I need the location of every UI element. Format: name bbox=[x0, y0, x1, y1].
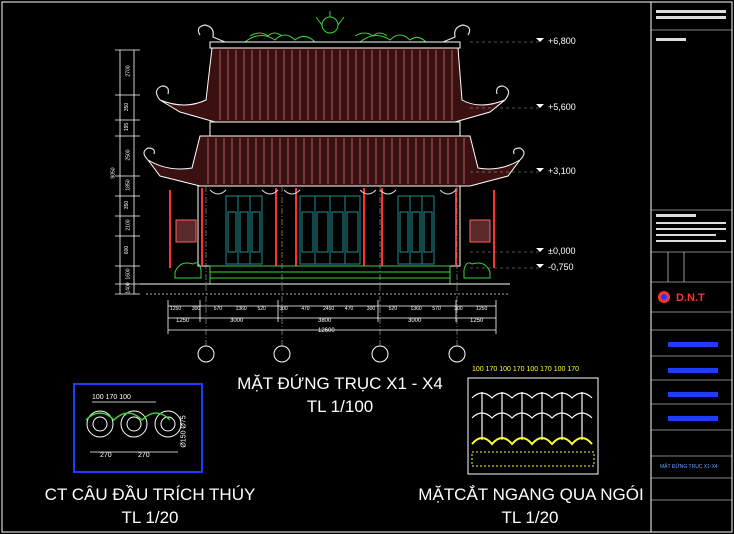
door-right bbox=[397, 195, 435, 265]
detail-left-dim-bottom: 270 bbox=[100, 452, 112, 459]
lion-statue-right bbox=[463, 262, 491, 279]
level-label-5: -0,750 bbox=[548, 262, 574, 272]
horizontal-dim-label: 2450 bbox=[323, 306, 335, 312]
horizontal-dim-mid-label: 1250 bbox=[470, 318, 484, 324]
detail-right-frame bbox=[467, 377, 599, 475]
lower-roof-hook-right bbox=[513, 147, 525, 161]
detail-right-dim-top: 100 170 100 170 100 170 100 170 bbox=[472, 366, 580, 373]
horizontal-dim-label: 470 bbox=[301, 306, 310, 312]
upper-roof-hook-left bbox=[155, 85, 169, 101]
total-width-label: 12600 bbox=[318, 328, 335, 334]
vertical-dim-label: 350 bbox=[124, 200, 131, 210]
side-window-right bbox=[469, 219, 491, 243]
ridge-ornament-right bbox=[442, 24, 471, 43]
detail-right-scale: TL 1/20 bbox=[501, 508, 559, 527]
grid-axis-bubbles bbox=[197, 345, 466, 363]
vertical-dim-label: 1400 bbox=[125, 282, 132, 294]
grid-axes bbox=[205, 186, 458, 346]
level-label-3: +3,100 bbox=[548, 166, 576, 176]
detail-left-frame bbox=[73, 383, 203, 473]
horizontal-dim-label: 1360 bbox=[410, 306, 422, 312]
vertical-dimension-chain bbox=[115, 49, 140, 295]
vertical-dim-total: 9050 bbox=[110, 167, 117, 179]
side-window-left bbox=[175, 219, 197, 243]
vertical-dim-label: 195 bbox=[124, 122, 131, 132]
vertical-dim-label: 2500 bbox=[125, 149, 132, 161]
horizontal-dim-label: 570 bbox=[213, 306, 223, 312]
horizontal-dim-mid-label: 3000 bbox=[230, 318, 244, 324]
level-label-4: ±0,000 bbox=[548, 246, 576, 256]
front-stairs bbox=[209, 265, 451, 285]
title-block bbox=[651, 29, 732, 501]
company-logo-text: D.N.T bbox=[676, 292, 705, 304]
facade-columns bbox=[201, 188, 457, 266]
horizontal-dim-label: 520 bbox=[388, 306, 397, 312]
vertical-dim-label: 600 bbox=[124, 245, 131, 255]
horizontal-dim-label: 300 bbox=[191, 306, 201, 312]
horizontal-dim-mid-label: 3800 bbox=[318, 318, 332, 324]
horizontal-dim-label: 1250 bbox=[170, 306, 182, 312]
main-elevation-scale: TL 1/100 bbox=[306, 397, 374, 416]
vertical-dim-label: 1850 bbox=[125, 179, 132, 191]
title-block-text-lines bbox=[656, 10, 726, 242]
lower-roof bbox=[147, 135, 521, 187]
lower-roof-hook-left bbox=[143, 147, 155, 161]
horizontal-dimension-chain bbox=[167, 300, 497, 334]
company-logo bbox=[658, 291, 670, 303]
horizontal-dim-mid-label: 3000 bbox=[408, 318, 422, 324]
vertical-dim-label: 1600 bbox=[125, 268, 132, 280]
detail-left-scale: TL 1/20 bbox=[121, 508, 179, 527]
horizontal-dim-label: 300 bbox=[454, 306, 463, 312]
horizontal-dim-label: 300 bbox=[279, 306, 288, 312]
detail-left-dim-side: Ø150 Ø75 bbox=[180, 415, 188, 448]
detail-left-dim-bottom: 270 bbox=[138, 452, 150, 459]
horizontal-dim-label: 470 bbox=[344, 306, 354, 312]
main-elevation-title: MẶT ĐỨNG TRỤC X1 - X4 bbox=[237, 374, 443, 393]
upper-wall-band bbox=[209, 121, 461, 137]
vertical-dim-label: 2100 bbox=[125, 219, 132, 231]
lower-roof-tiles bbox=[207, 138, 465, 184]
detail-right-title: MẶTCẮT NGANG QUA NGÓI bbox=[418, 485, 644, 504]
horizontal-dim-label: 1360 bbox=[235, 306, 247, 312]
horizontal-dim-label: 300 bbox=[366, 306, 376, 312]
facade-wall bbox=[197, 185, 461, 267]
horizontal-dim-mid-label: 1250 bbox=[176, 318, 190, 324]
ridge-ornament-left bbox=[197, 24, 226, 43]
detail-left-title: CT CÂU ĐẦU TRÍCH THÚY bbox=[44, 485, 256, 504]
title-block-footer: MẶT ĐỨNG TRỤC X1-X4 bbox=[660, 464, 718, 470]
horizontal-dim-label: 520 bbox=[257, 306, 266, 312]
detail-left-dim-top: 100 170 100 bbox=[92, 394, 131, 401]
ridge-dragons bbox=[244, 11, 427, 43]
level-label-1: +6,800 bbox=[548, 36, 576, 46]
horizontal-dim-label: 1250 bbox=[476, 306, 488, 312]
title-block-color-bars bbox=[668, 342, 718, 421]
horizontal-dim-label: 570 bbox=[432, 306, 441, 312]
column-brackets bbox=[209, 189, 457, 195]
lion-statue-left bbox=[174, 262, 202, 279]
upper-roof-hook-right bbox=[496, 85, 510, 101]
main-elevation bbox=[115, 11, 544, 363]
roof-ridge bbox=[209, 41, 461, 49]
vertical-dim-label: 350 bbox=[124, 102, 131, 112]
level-markers bbox=[536, 38, 544, 268]
door-left bbox=[225, 195, 263, 265]
door-center bbox=[299, 195, 361, 265]
vertical-dim-label: 2700 bbox=[125, 65, 132, 77]
level-label-2: +5,600 bbox=[548, 102, 576, 112]
upper-roof-tiles bbox=[219, 50, 453, 120]
